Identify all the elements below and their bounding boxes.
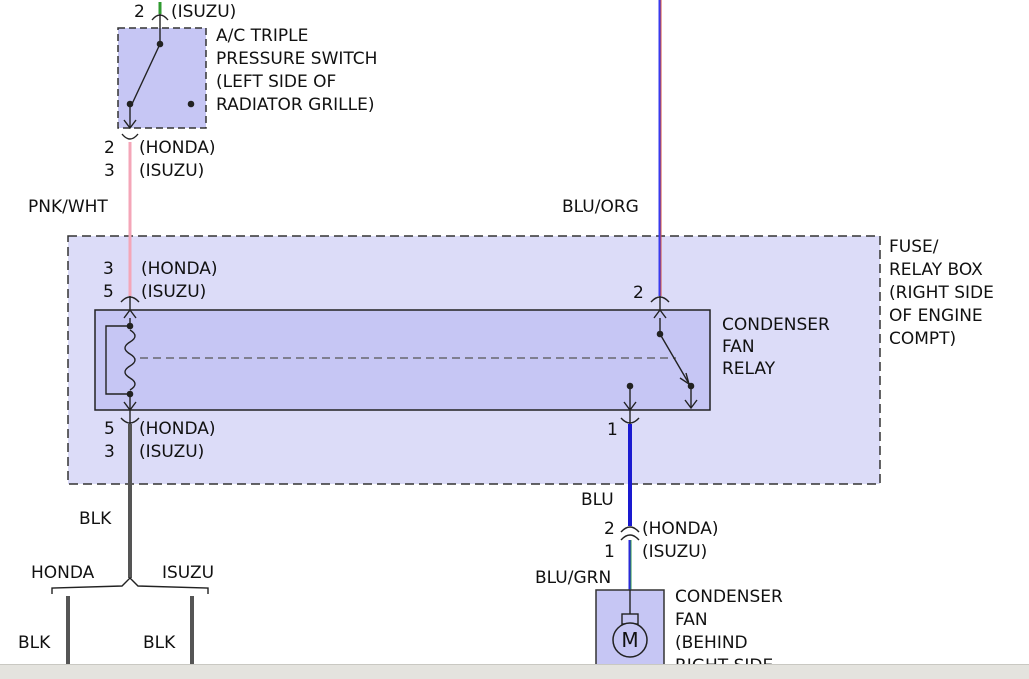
relay-coil-top-label-honda: (HONDA) [141,259,218,279]
motor-symbol: M [621,628,638,652]
ground-split-honda: HONDA [31,563,95,583]
connector-relay-coil-bottom [120,410,140,424]
relay-coil-bottom-label-honda: (HONDA) [139,419,216,439]
fan-name-1: CONDENSER [675,587,783,607]
relay-coil [105,308,137,412]
wire-label-blk: BLK [79,509,112,529]
connector-switch-bottom [121,133,139,140]
relay-switch-out-pin: 1 [607,420,618,440]
horizontal-scrollbar[interactable] [0,664,1029,679]
relay-name-3: RELAY [722,359,776,379]
relay-coil-bottom-pin-honda: 5 [104,419,115,439]
switch-name-3: (LEFT SIDE OF [216,72,336,92]
connector-relay-coil-top [120,296,140,310]
relay-name-2: FAN [722,337,755,357]
wire-label-blu: BLU [581,490,614,510]
fan-connector-label-isuzu: (ISUZU) [642,542,707,562]
relay-coil-top-pin-honda: 3 [103,259,114,279]
fan-connector-pin-honda: 2 [604,519,615,539]
fuse-box-name-3: (RIGHT SIDE [889,283,994,303]
fuse-box-name-2: RELAY BOX [889,260,983,280]
fan-connector-label-honda: (HONDA) [642,519,719,539]
relay-coil-top-pin-isuzu: 5 [103,282,114,302]
pressure-switch-contact [123,28,195,130]
relay-body [94,309,711,411]
fuse-box-name-5: COMPT) [889,329,956,349]
switch-top-label: (ISUZU) [171,2,236,22]
fuse-box-name-1: FUSE/ [889,237,939,257]
switch-name-2: PRESSURE SWITCH [216,49,377,69]
switch-name-1: A/C TRIPLE [216,26,308,46]
relay-name-1: CONDENSER [722,315,830,335]
wire-label-pnk-wht: PNK/WHT [28,197,108,217]
wire-label-blu-grn: BLU/GRN [535,568,611,588]
fan-name-2: FAN [675,610,708,630]
switch-bottom-pin-isuzu: 3 [104,161,115,181]
wire-label-blk-isuzu: BLK [143,633,176,653]
switch-bottom-label-isuzu: (ISUZU) [139,161,204,181]
switch-top-pin: 2 [134,2,145,22]
switch-bottom-pin-honda: 2 [104,138,115,158]
connector-relay-switch-out [620,410,640,424]
ground-split-bracket [51,577,209,594]
connector-switch-top [151,14,169,28]
relay-coil-top-label-isuzu: (ISUZU) [141,282,206,302]
connector-relay-switch-in [650,296,670,310]
fan-name-3: (BEHIND [675,633,748,653]
connector-fan [620,526,640,541]
relay-switch-contact [623,308,698,412]
ground-split-isuzu: ISUZU [162,563,214,583]
relay-coil-bottom-pin-isuzu: 3 [104,442,115,462]
relay-coil-bottom-label-isuzu: (ISUZU) [139,442,204,462]
motor-icon [612,622,648,658]
wire-label-blk-honda: BLK [18,633,51,653]
wire-label-blu-org: BLU/ORG [562,197,639,217]
fan-connector-pin-isuzu: 1 [604,542,615,562]
fuse-box-name-4: OF ENGINE [889,306,983,326]
switch-bottom-label-honda: (HONDA) [139,138,216,158]
relay-switch-in-pin: 2 [633,283,644,303]
switch-name-4: RADIATOR GRILLE) [216,95,374,115]
